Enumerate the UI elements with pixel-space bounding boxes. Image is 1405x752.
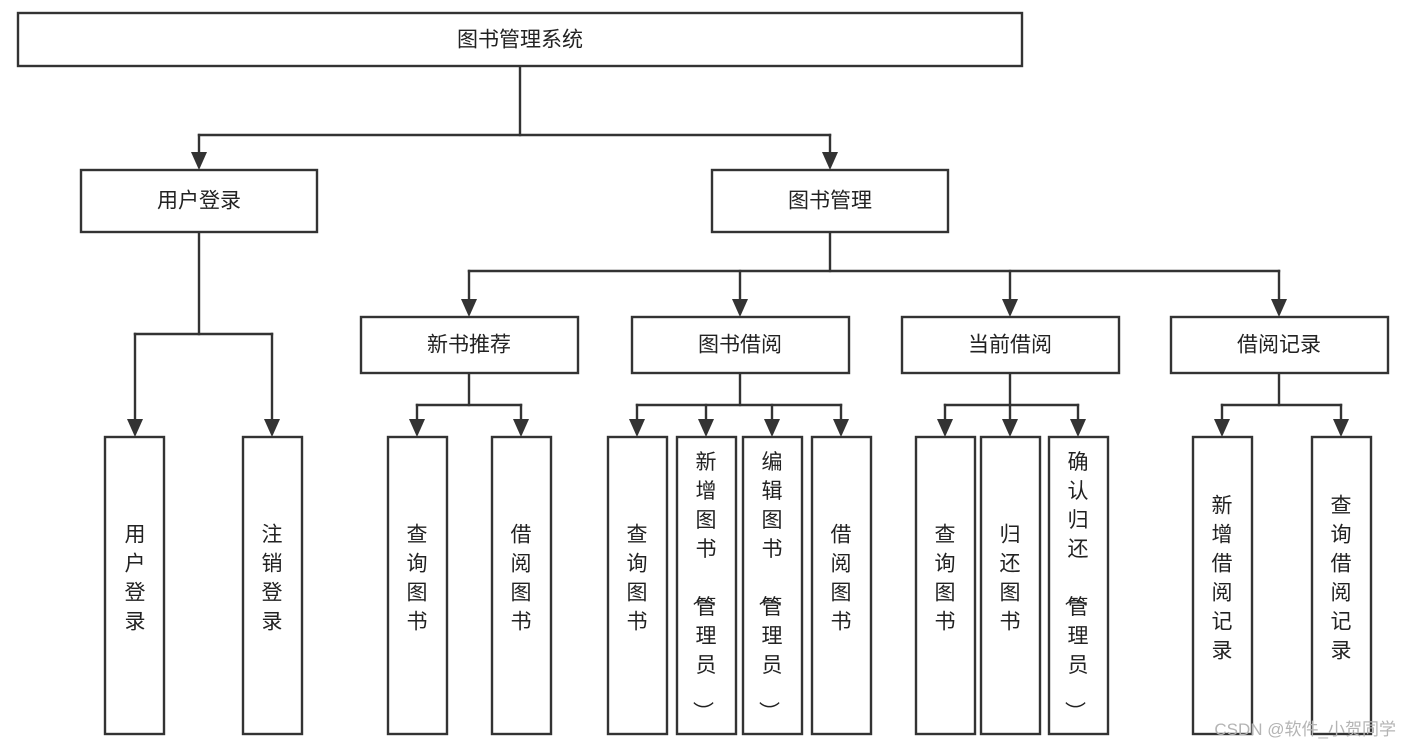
node-book-manage-box[interactable] [710, 168, 950, 234]
arrow-root-to-user-login [191, 152, 207, 170]
node-leaf-query-book-2-label: 查询图书 [627, 524, 648, 634]
node-leaf-add-record[interactable]: 新增借阅记录 [1191, 435, 1254, 736]
arrow-bb-leaf3 [764, 419, 780, 437]
node-book-borrow-label: 图书借阅 [698, 334, 782, 357]
arrow-bb-leaf4 [833, 419, 849, 437]
node-user-login-box[interactable] [79, 168, 319, 234]
node-new-book-recommend-label: 新书推荐 [427, 334, 511, 357]
arrow-cb-leaf3 [1070, 419, 1086, 437]
node-book-borrow-box[interactable] [630, 315, 851, 375]
node-borrow-record[interactable]: 借阅记录 [1169, 315, 1390, 375]
node-leaf-confirm-return-label: 确认归还（管理员） [1063, 451, 1089, 722]
arrow-userlogin-leaf2 [264, 419, 280, 437]
node-borrow-record-box[interactable] [1169, 315, 1390, 375]
csdn-watermark: CSDN @软件_小贺同学 [1214, 720, 1396, 739]
node-leaf-query-record[interactable]: 查询借阅记录 [1310, 435, 1373, 736]
arrow-bm-bookborrow [732, 299, 748, 317]
node-book-manage-label: 图书管理 [788, 190, 872, 213]
node-leaf-query-book-1-label: 查询图书 [407, 524, 428, 634]
node-root-box[interactable] [16, 11, 1024, 68]
node-leaf-borrow-book-2-box[interactable] [810, 435, 873, 736]
node-book-borrow[interactable]: 图书借阅 [630, 315, 851, 375]
node-leaf-confirm-return[interactable]: 确认归还（管理员） [1047, 435, 1110, 736]
arrow-cb-leaf2 [1002, 419, 1018, 437]
node-leaf-query-book-2[interactable]: 查询图书 [606, 435, 669, 736]
node-leaf-return-book[interactable]: 归还图书 [979, 435, 1042, 736]
node-leaf-query-record-box[interactable] [1310, 435, 1373, 736]
node-user-login-label: 用户登录 [157, 190, 241, 213]
arrow-nbr-leaf2 [513, 419, 529, 437]
arrow-nbr-leaf1 [409, 419, 425, 437]
node-root-label: 图书管理系统 [457, 29, 583, 52]
node-book-manage[interactable]: 图书管理 [710, 168, 950, 234]
node-leaf-add-record-label: 新增借阅记录 [1212, 495, 1233, 663]
node-leaf-borrow-book-1-box[interactable] [490, 435, 553, 736]
node-leaf-user-login-box[interactable] [103, 435, 166, 736]
node-leaf-user-logout[interactable]: 注销登录 [241, 435, 304, 736]
connector-lines [127, 64, 1349, 437]
node-leaf-edit-book-box[interactable] [741, 435, 804, 736]
arrow-userlogin-leaf1 [127, 419, 143, 437]
arrow-bm-currentborrow [1002, 299, 1018, 317]
node-borrow-record-label: 借阅记录 [1237, 334, 1321, 357]
node-leaf-borrow-book-1[interactable]: 借阅图书 [490, 435, 553, 736]
node-new-book-recommend[interactable]: 新书推荐 [359, 315, 580, 375]
arrow-bm-borrowrecord [1271, 299, 1287, 317]
node-leaf-return-book-label: 归还图书 [1000, 524, 1021, 634]
node-leaf-query-book-1-box[interactable] [386, 435, 449, 736]
node-user-login[interactable]: 用户登录 [79, 168, 319, 234]
arrow-bb-leaf1 [629, 419, 645, 437]
node-leaf-borrow-book-2[interactable]: 借阅图书 [810, 435, 873, 736]
node-current-borrow-box[interactable] [900, 315, 1121, 375]
node-new-book-recommend-box[interactable] [359, 315, 580, 375]
node-leaf-user-login-label: 用户登录 [125, 524, 146, 634]
node-leaf-user-login[interactable]: 用户登录 [103, 435, 166, 736]
node-leaf-confirm-return-box[interactable] [1047, 435, 1110, 736]
arrow-br-leaf2 [1333, 419, 1349, 437]
node-leaf-query-book-2-box[interactable] [606, 435, 669, 736]
node-leaf-add-record-box[interactable] [1191, 435, 1254, 736]
node-leaf-query-record-label: 查询借阅记录 [1331, 495, 1352, 663]
node-leaf-add-book-box[interactable] [675, 435, 738, 736]
node-leaf-query-book-3-label: 查询图书 [935, 524, 956, 634]
node-current-borrow[interactable]: 当前借阅 [900, 315, 1121, 375]
node-leaf-edit-book-label: 编辑图书（管理员） [757, 451, 783, 722]
node-leaf-return-book-box[interactable] [979, 435, 1042, 736]
arrow-root-to-book-manage [822, 152, 838, 170]
node-leaf-query-book-3-box[interactable] [914, 435, 977, 736]
arrow-br-leaf1 [1214, 419, 1230, 437]
node-leaf-borrow-book-1-label: 借阅图书 [511, 524, 532, 634]
node-leaf-add-book[interactable]: 新增图书（管理员） [675, 435, 738, 736]
arrow-bb-leaf2 [698, 419, 714, 437]
node-leaf-borrow-book-2-label: 借阅图书 [831, 524, 852, 634]
node-leaf-query-book-1[interactable]: 查询图书 [386, 435, 449, 736]
node-leaf-user-logout-box[interactable] [241, 435, 304, 736]
arrow-cb-leaf1 [937, 419, 953, 437]
node-root[interactable]: 图书管理系统 [16, 11, 1024, 68]
node-leaf-user-logout-label: 注销登录 [262, 524, 283, 634]
node-leaf-add-book-label: 新增图书（管理员） [691, 451, 717, 722]
node-leaf-query-book-3[interactable]: 查询图书 [914, 435, 977, 736]
node-current-borrow-label: 当前借阅 [968, 334, 1052, 357]
node-leaf-edit-book[interactable]: 编辑图书（管理员） [741, 435, 804, 736]
arrow-bm-newbook [461, 299, 477, 317]
